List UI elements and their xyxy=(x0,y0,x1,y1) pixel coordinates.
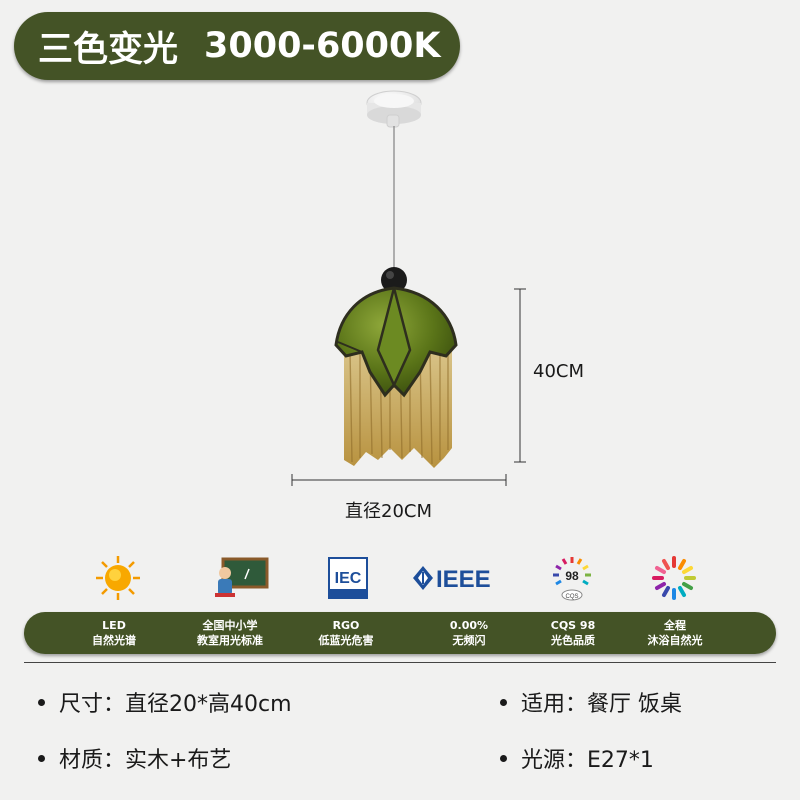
ceiling-canopy xyxy=(366,90,422,128)
bullet-icon xyxy=(38,754,45,762)
green-lampshade xyxy=(334,286,458,398)
bullet-icon xyxy=(38,698,45,706)
title-banner: 三色变光 3000-6000K xyxy=(14,12,460,80)
ieee-logo: IEEE xyxy=(412,548,504,608)
classroom-icon xyxy=(211,548,271,608)
iec-logo: IEC xyxy=(318,548,378,608)
bullet-icon xyxy=(500,698,507,706)
spec-usage: 适用：餐厅 饭桌 xyxy=(500,686,682,718)
svg-text:IEC: IEC xyxy=(335,570,362,587)
badge-flicker-free: 0.00%无频闪 xyxy=(449,619,489,647)
spec-size: 尺寸：直径20*高40cm xyxy=(38,686,292,718)
section-divider xyxy=(24,662,776,663)
color-wheel-icon xyxy=(644,548,704,608)
title-text-primary: 三色变光 xyxy=(38,29,179,70)
tassel-fringe xyxy=(344,348,452,468)
svg-text:CQS: CQS xyxy=(565,594,578,600)
cqs-icon: 98 CQS xyxy=(542,548,602,608)
title-text-temperature: 3000-6000K xyxy=(204,26,441,66)
svg-text:IEEE: IEEE xyxy=(436,566,491,593)
pendant-lamp-illustration xyxy=(291,90,526,486)
spec-light-source: 光源：E27*1 xyxy=(500,742,654,774)
diameter-label: 直径20CM xyxy=(345,501,433,522)
badge-natural-light: 全程沐浴自然光 xyxy=(647,619,703,647)
width-dimension-line xyxy=(291,474,507,486)
height-label: 40CM xyxy=(533,361,585,382)
spec-material: 材质：实木+布艺 xyxy=(38,742,231,774)
sun-icon xyxy=(88,548,148,608)
height-dimension-line xyxy=(514,288,526,463)
svg-text:98: 98 xyxy=(565,569,579,583)
certification-icons: IEC IEEE 98 CQS xyxy=(0,548,800,608)
bullet-icon xyxy=(500,754,507,762)
badge-classroom-standard: 全国中小学教室用光标准 xyxy=(197,619,263,647)
